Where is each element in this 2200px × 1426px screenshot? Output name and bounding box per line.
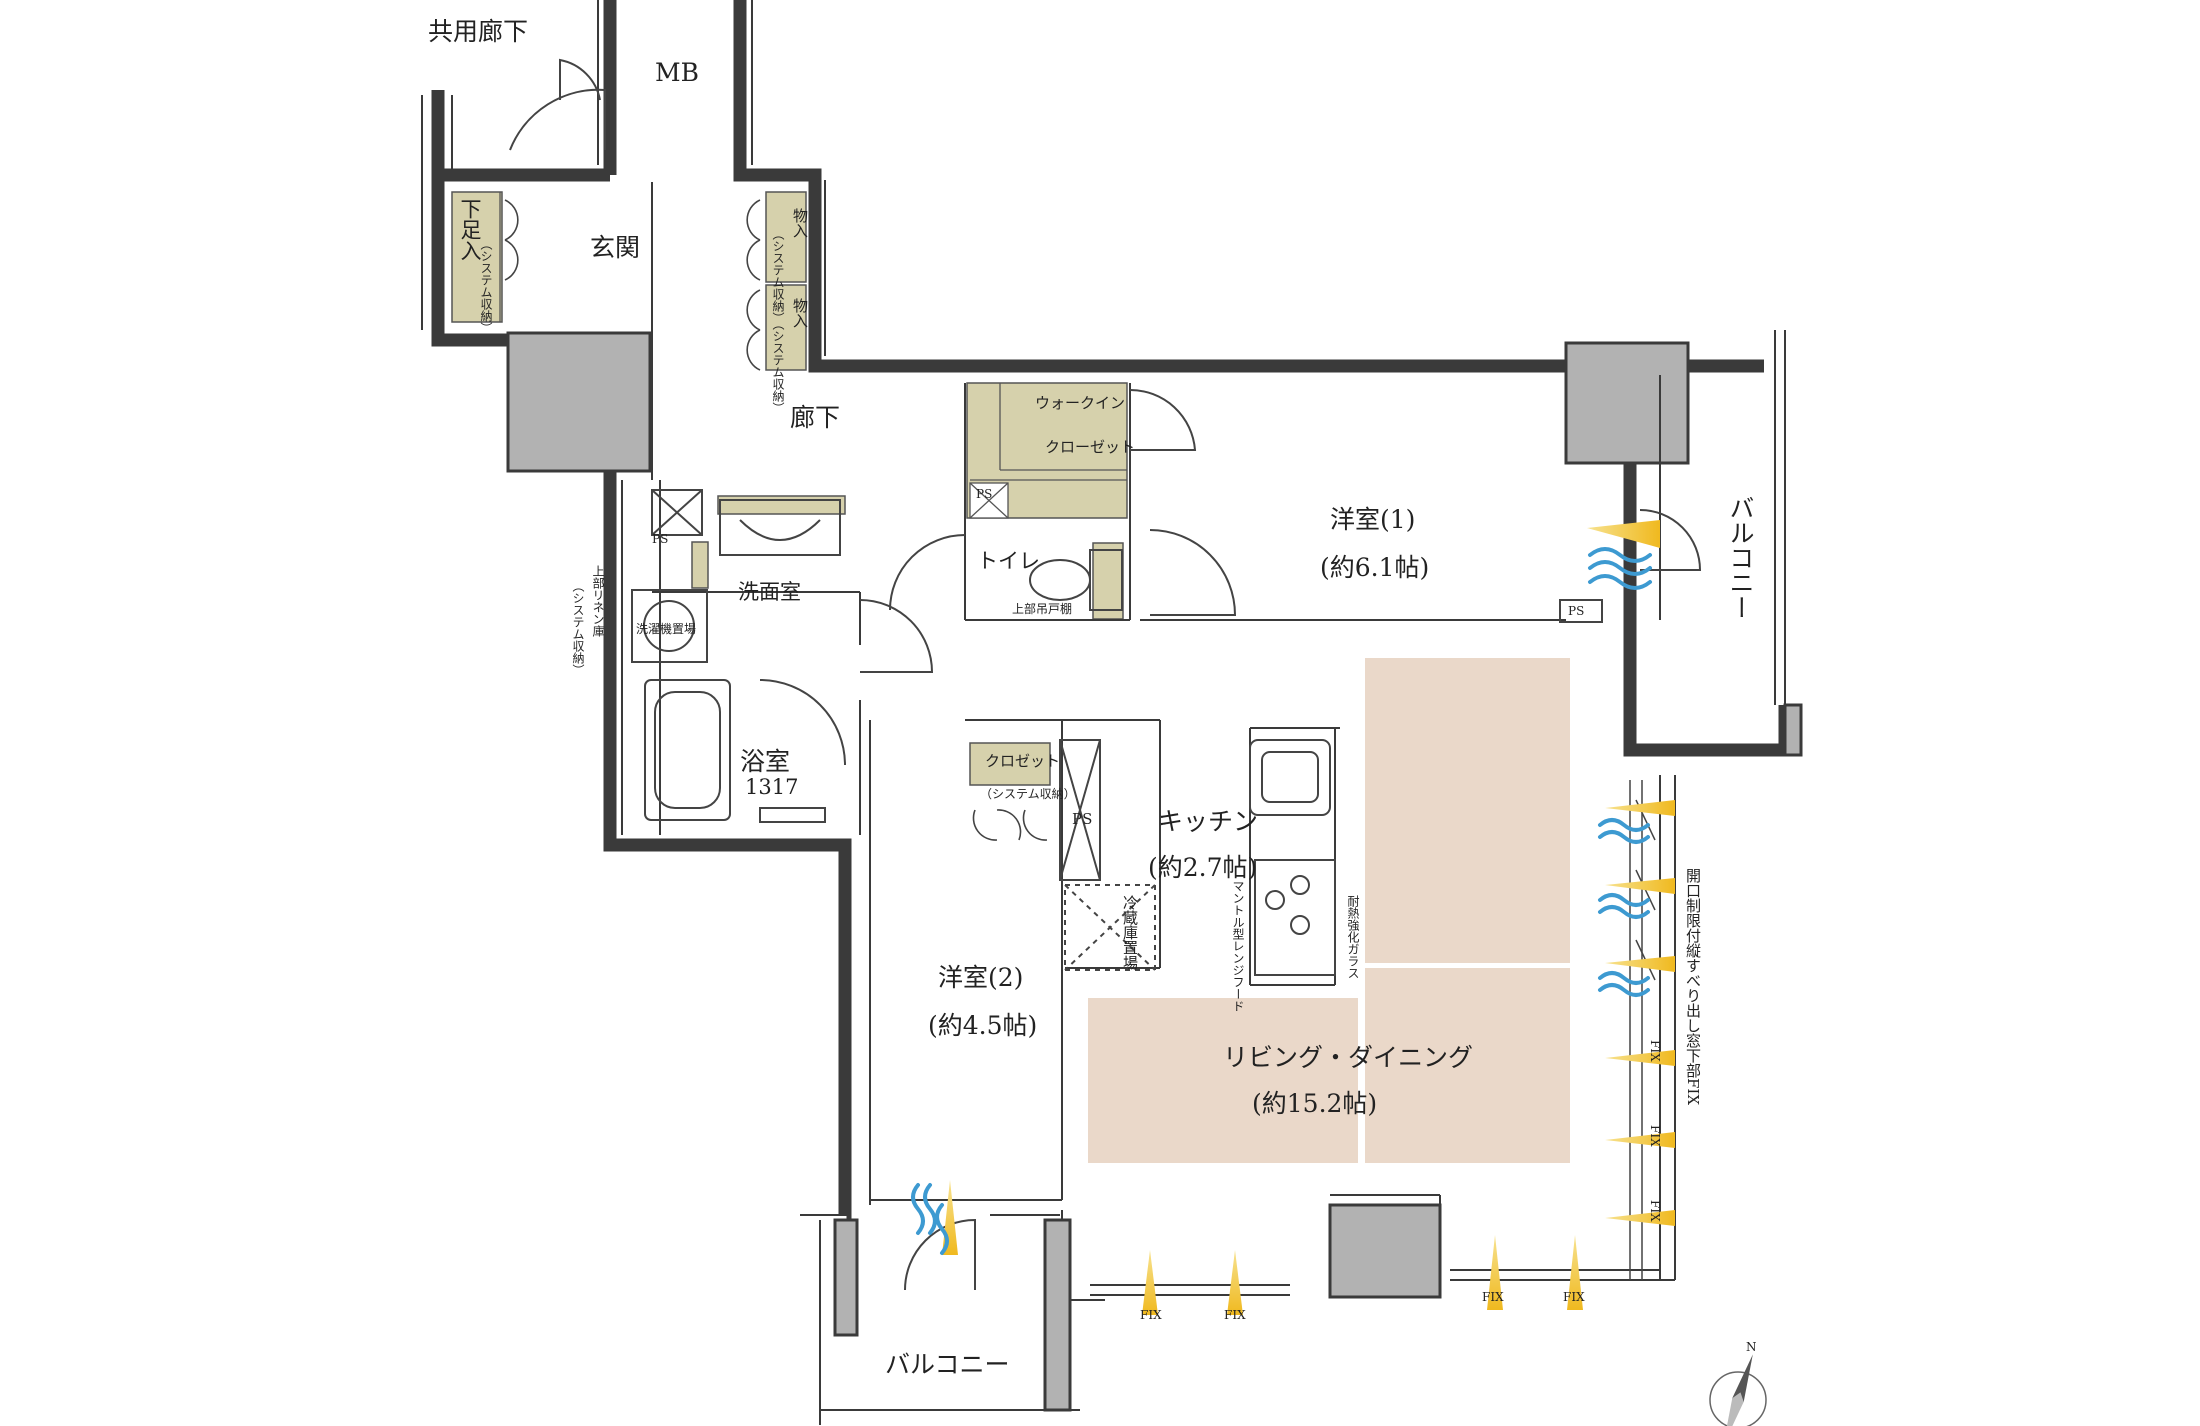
- toilet-label: トイレ: [977, 549, 1040, 573]
- western-room-1-label: 洋室(1): [1330, 505, 1416, 534]
- balcony-east-label: バルコニー: [1726, 495, 1755, 620]
- storage-note-1: （システム収納）: [771, 228, 785, 324]
- walk-in-closet-label-2: クローゼット: [1045, 438, 1136, 456]
- balcony-south-label: バルコニー: [885, 1350, 1010, 1379]
- living-dining-size: (約15.2帖): [1252, 1089, 1378, 1118]
- shoe-storage-label: 下足入: [458, 198, 482, 261]
- common-corridor-label: 共用廊下: [428, 17, 529, 46]
- laundry-place-label: 洗濯機置場: [636, 622, 697, 636]
- ps-label-kitchen: PS: [1072, 810, 1093, 828]
- upper-linen-note: （システム収納）: [571, 580, 585, 676]
- windows-east: [1629, 780, 1656, 1280]
- upper-linen-label: 上部リネン庫: [591, 565, 605, 637]
- genkan-label: 玄関: [590, 233, 641, 262]
- storage-label-2: 物入: [791, 298, 809, 328]
- storage-lines: [499, 192, 1127, 519]
- bifold-doors: [504, 199, 1048, 841]
- upper-cabinet-label: 上部吊戸棚: [1012, 602, 1073, 616]
- airflow-yellow-vertical: [942, 1180, 1583, 1315]
- window-note-label: 開口制限付縦すべり出し窓下部FIX: [1684, 868, 1702, 1106]
- range-hood-label: マントル型レンジフード: [1231, 880, 1245, 1012]
- walls: [431, 0, 1792, 1215]
- wall-thin-lines: [421, 0, 1786, 1425]
- compass-icon: [1709, 1354, 1767, 1426]
- fix-label-s4: FIX: [1563, 1290, 1585, 1304]
- columns: [506, 331, 1690, 1299]
- mb-label: MB: [655, 58, 699, 87]
- fix-label-s2: FIX: [1224, 1308, 1246, 1322]
- fix-label-e2: FIX: [1648, 1125, 1662, 1147]
- airflow-yellow: [1587, 520, 1675, 1226]
- fix-label-e3: FIX: [1648, 1200, 1662, 1222]
- fridge-place-label: 冷蔵庫置場: [1121, 895, 1139, 970]
- airflow-blue: [911, 547, 1652, 1255]
- living-dining-label: リビング・ダイニング: [1223, 1043, 1474, 1072]
- western-room-2-label: 洋室(2): [938, 963, 1024, 992]
- fixtures: [631, 489, 1603, 976]
- compass-n-label: N: [1746, 1340, 1757, 1354]
- living-dining-floor: [1088, 658, 1570, 1163]
- glass-label: 耐熱強化ガラス: [1346, 895, 1360, 979]
- closet-note: （システム収納）: [980, 787, 1076, 801]
- kitchen-size: (約2.7帖): [1148, 853, 1258, 882]
- western-room-1-size: (約6.1帖): [1320, 553, 1430, 582]
- fix-label-s3: FIX: [1482, 1290, 1504, 1304]
- ps-label-wash: PS: [652, 532, 669, 546]
- ps-label-toilet: PS: [976, 487, 993, 501]
- hallway-label: 廊下: [790, 403, 841, 432]
- fix-label-e1: FIX: [1648, 1040, 1662, 1062]
- storage-fills: [451, 191, 1128, 786]
- fix-label-s1: FIX: [1140, 1308, 1162, 1322]
- balcony-walls: [833, 703, 1803, 1412]
- doors: [509, 58, 1702, 1291]
- western-room-2-size: (約4.5帖): [928, 1011, 1038, 1040]
- bathroom-size: 1317: [745, 775, 799, 799]
- washroom-label: 洗面室: [738, 580, 801, 604]
- storage-label-1: 物入: [791, 208, 809, 238]
- ps-label-room1: PS: [1568, 604, 1585, 618]
- bathroom-label: 浴室: [740, 747, 791, 776]
- storage-note-2: （システム収納）: [771, 318, 785, 414]
- kitchen-label: キッチン: [1158, 807, 1259, 836]
- shoe-storage-note: （システム収納）: [479, 238, 493, 334]
- closet-label: クロゼット: [985, 752, 1061, 770]
- walk-in-closet-label-1: ウォークイン: [1035, 394, 1126, 412]
